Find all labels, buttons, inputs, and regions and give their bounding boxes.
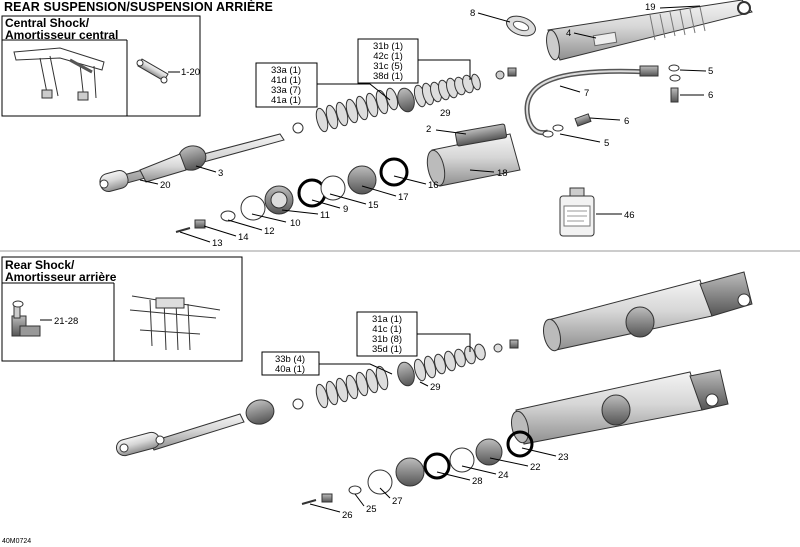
frame-sketch-icon bbox=[13, 47, 105, 101]
callout-15: 15 bbox=[368, 200, 379, 211]
kit3-line1: 31a (1) bbox=[372, 314, 402, 325]
kit1-line4: 38d (1) bbox=[373, 71, 403, 82]
callout-12: 12 bbox=[264, 226, 275, 237]
rear-shock-body-lower bbox=[510, 369, 729, 445]
central-shock-label-line2: Amortisseur central bbox=[5, 28, 119, 42]
callout-3: 3 bbox=[218, 168, 223, 179]
callout-27: 27 bbox=[392, 496, 403, 507]
bladder-part bbox=[506, 15, 536, 37]
callout-4: 4 bbox=[566, 28, 571, 39]
callout-13: 13 bbox=[212, 238, 223, 249]
rear-shock-label: Rear Shock/ Amortisseur arrière bbox=[5, 259, 116, 283]
small-rear-shock-icon bbox=[11, 300, 41, 337]
callout-29b: 29 bbox=[430, 382, 441, 393]
leader-lines bbox=[139, 5, 707, 513]
callout-29: 29 bbox=[440, 108, 451, 119]
callout-20: 20 bbox=[160, 180, 171, 191]
rear-shock-box bbox=[1, 256, 243, 362]
shock-shaft-bottom bbox=[115, 399, 275, 457]
callout-6b: 6 bbox=[624, 116, 629, 127]
drawing-code: 40M0724 bbox=[2, 538, 32, 545]
central-shock-label: Central Shock/ Amortisseur central bbox=[5, 17, 118, 41]
callout-5: 5 bbox=[708, 66, 713, 77]
kit-labels: 31b (1) 42c (1) 31c (5) 38d (1) 33a (1) … bbox=[271, 41, 403, 375]
callout-21-28: 21-28 bbox=[54, 316, 78, 327]
callout-9: 9 bbox=[343, 204, 348, 215]
kit1-line1: 31b (1) bbox=[373, 41, 403, 52]
callout-24: 24 bbox=[498, 470, 509, 481]
rear-shock-label-line1: Rear Shock/ bbox=[5, 258, 75, 272]
callout-46: 46 bbox=[624, 210, 635, 221]
kit3-line4: 35d (1) bbox=[372, 344, 402, 355]
hose-part bbox=[524, 68, 651, 136]
callout-28: 28 bbox=[472, 476, 483, 487]
callout-10: 10 bbox=[290, 218, 301, 229]
kit4-line2: 40a (1) bbox=[275, 364, 305, 375]
seal-parts-bottom bbox=[301, 430, 534, 505]
callout-7: 7 bbox=[584, 88, 589, 99]
kit1-line3: 31c (5) bbox=[373, 61, 403, 72]
callout-16: 16 bbox=[428, 180, 439, 191]
kit2-line1: 33a (1) bbox=[271, 65, 301, 76]
callout-8: 8 bbox=[470, 8, 475, 19]
small-shock-icon bbox=[136, 58, 169, 84]
kit1-line2: 42c (1) bbox=[373, 51, 403, 62]
callout-25: 25 bbox=[366, 504, 377, 515]
callout-23: 23 bbox=[558, 452, 569, 463]
central-shock-box bbox=[1, 15, 201, 117]
valve-stack-top bbox=[397, 67, 517, 113]
seal-parts-top bbox=[175, 157, 409, 233]
reservoir-body bbox=[426, 123, 521, 187]
callout-22: 22 bbox=[530, 462, 541, 473]
kit3-line3: 31b (8) bbox=[372, 334, 402, 345]
callout-14: 14 bbox=[238, 232, 249, 243]
callout-19: 19 bbox=[645, 2, 656, 13]
shock-shaft-top bbox=[99, 133, 285, 193]
callout-1-20: 1-20 bbox=[181, 67, 200, 78]
callout-17: 17 bbox=[398, 192, 409, 203]
valve-stack-left bbox=[292, 87, 399, 134]
callout-18: 18 bbox=[497, 168, 508, 179]
callout-5b: 5 bbox=[604, 138, 609, 149]
diagram-title: REAR SUSPENSION/SUSPENSION ARRIÈRE bbox=[4, 0, 273, 14]
central-shock-label-line1: Central Shock/ bbox=[5, 16, 90, 30]
kit-box-2 bbox=[255, 62, 318, 108]
rear-frame-sketch-icon bbox=[129, 295, 221, 351]
callout-11: 11 bbox=[320, 210, 330, 221]
oil-bottle bbox=[559, 187, 595, 237]
callout-26: 26 bbox=[342, 510, 353, 521]
rear-shock-label-line2: Amortisseur arrière bbox=[5, 270, 117, 284]
kit2-line3: 33a (7) bbox=[271, 85, 301, 96]
callout-6: 6 bbox=[708, 90, 713, 101]
callout-2: 2 bbox=[426, 124, 431, 135]
kit-box-3 bbox=[356, 311, 418, 357]
valve-stack-bottom bbox=[292, 339, 519, 410]
kit-box-1 bbox=[357, 38, 419, 84]
callout-labels: 19 8 4 5 6 7 6 5 29 2 18 16 17 15 9 11 1… bbox=[54, 2, 713, 521]
rear-shock-body-upper bbox=[542, 271, 753, 352]
kit2-line4: 41a (1) bbox=[271, 95, 301, 106]
kit3-line2: 41c (1) bbox=[372, 324, 402, 335]
shock-body-cylinder bbox=[546, 0, 753, 61]
kit4-line1: 33b (4) bbox=[275, 354, 305, 365]
kit2-line2: 41d (1) bbox=[271, 75, 301, 86]
